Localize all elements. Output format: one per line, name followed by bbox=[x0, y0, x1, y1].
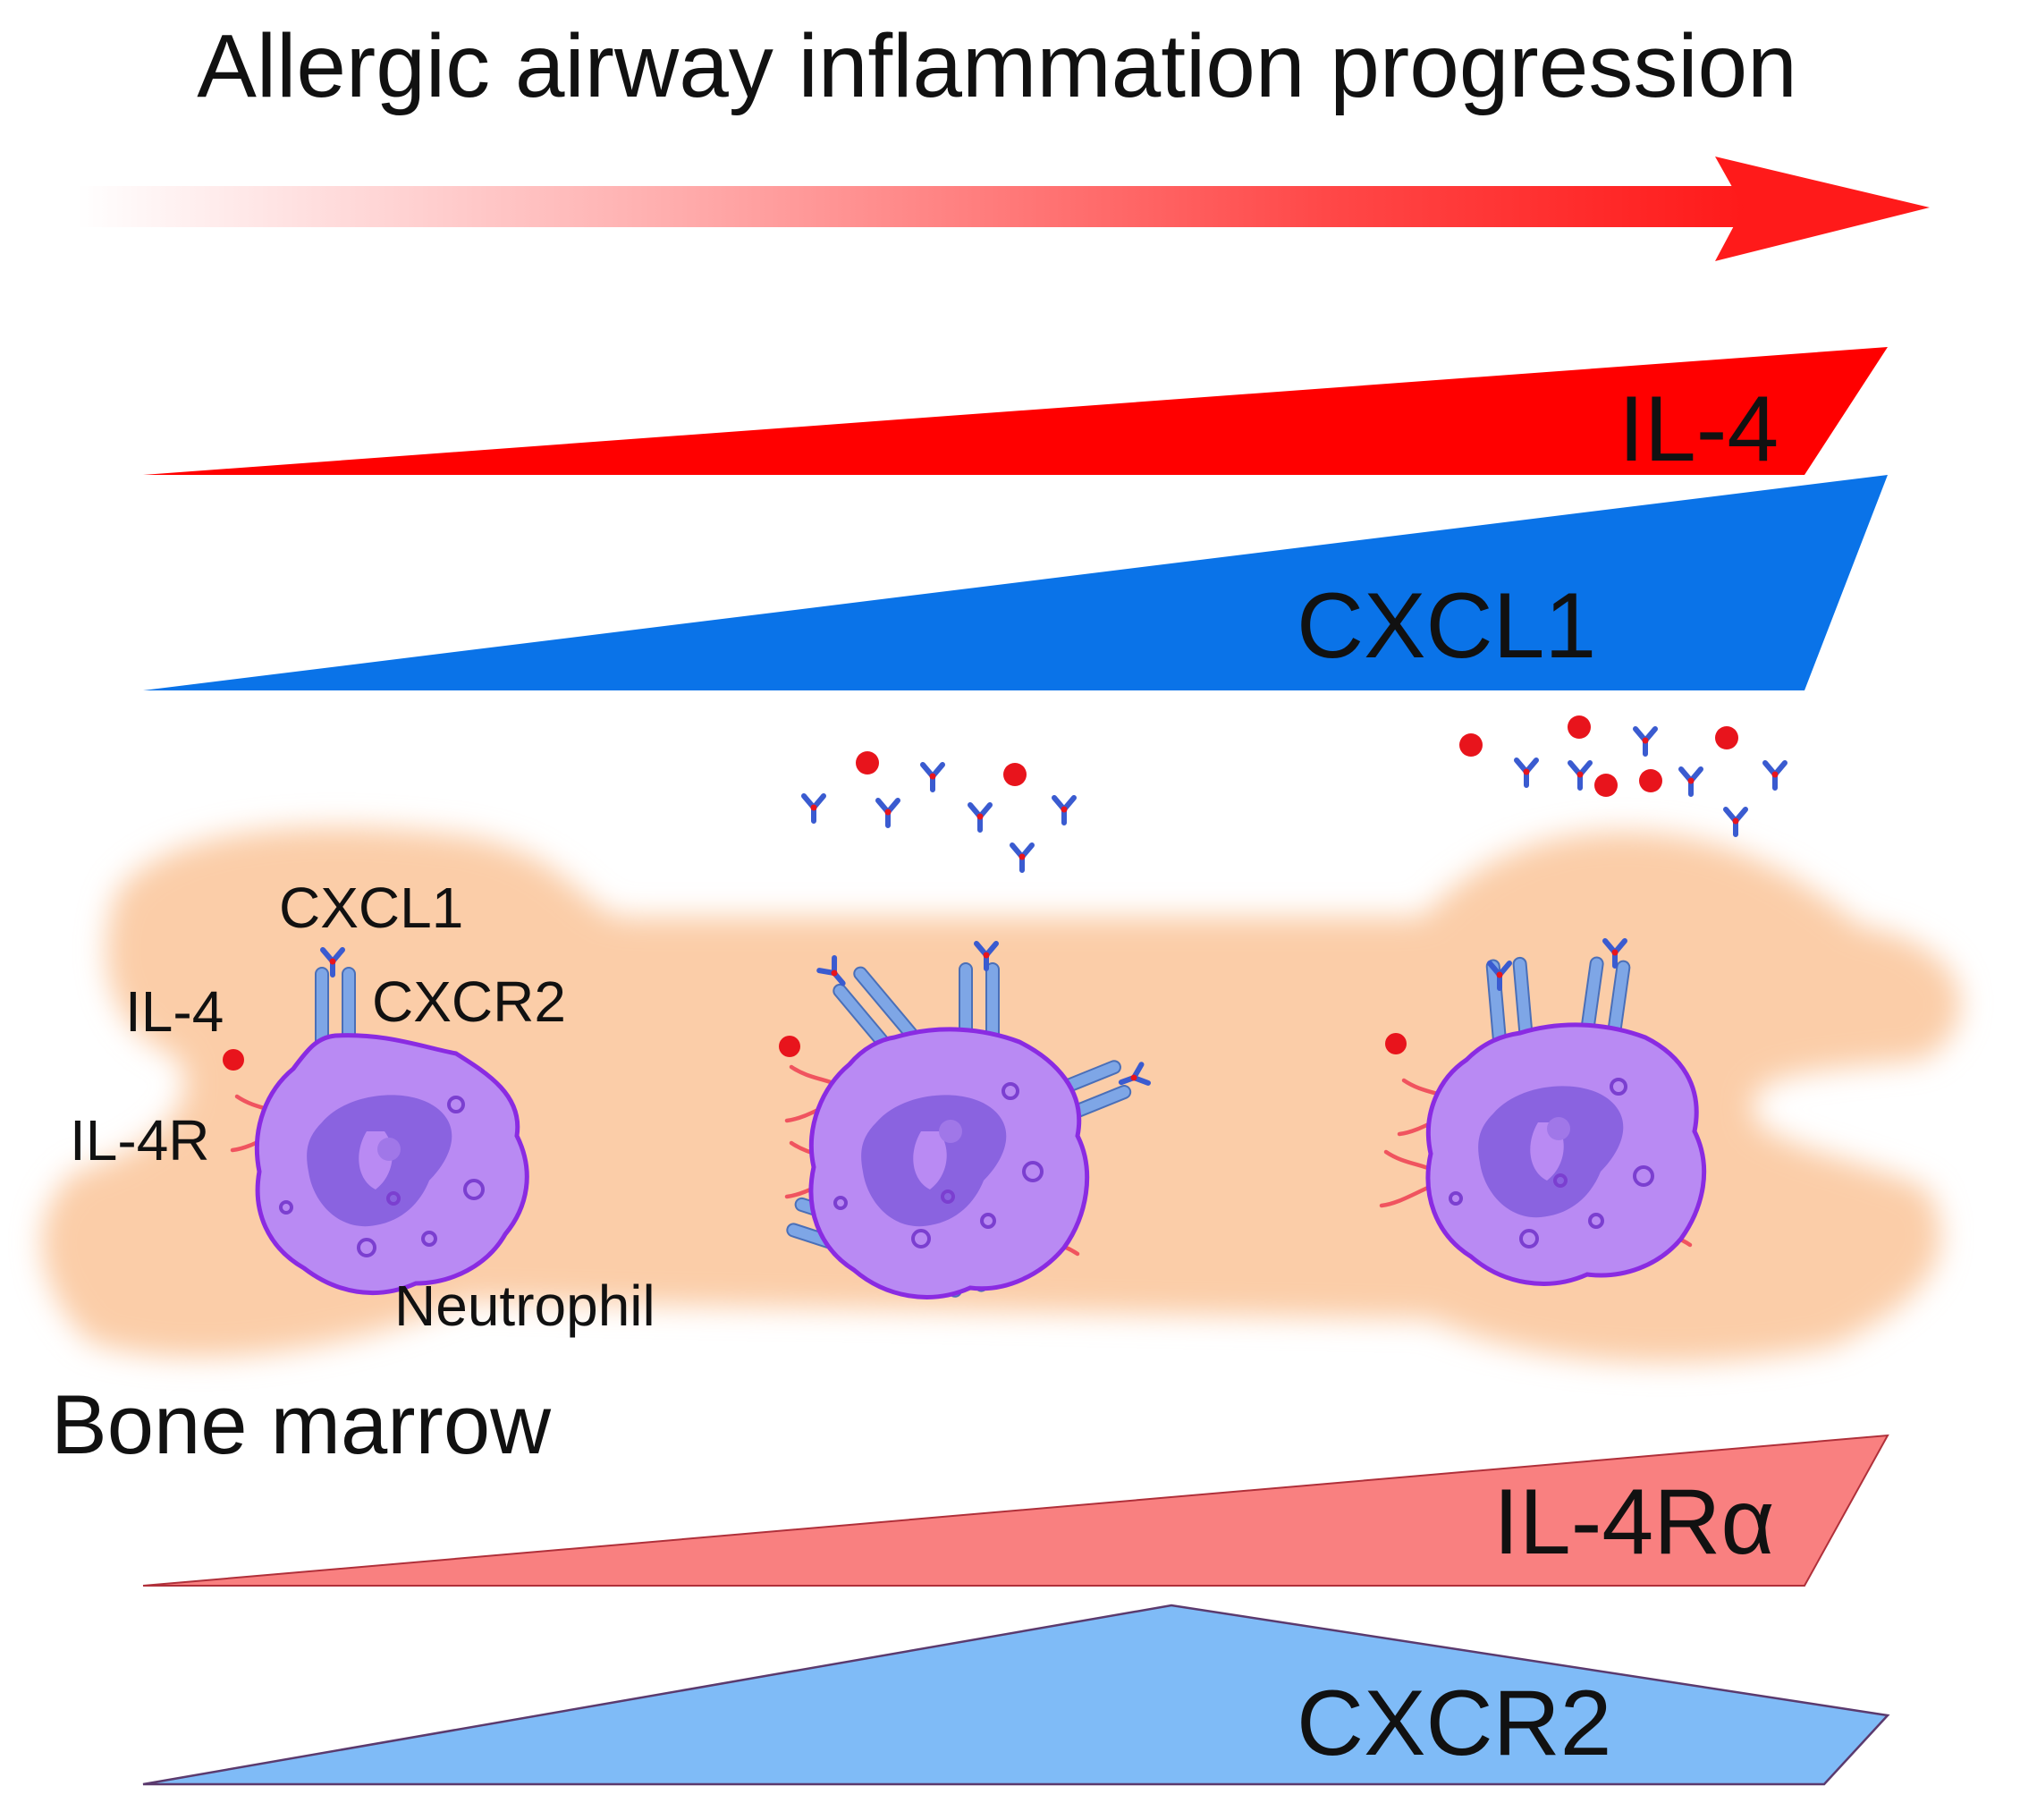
progression-arrow bbox=[76, 157, 1930, 261]
neutrophil-3 bbox=[1382, 941, 1707, 1286]
cxcr2-band-label: CXCR2 bbox=[1297, 1672, 1612, 1775]
cxcl1-label: CXCL1 bbox=[279, 876, 463, 940]
molecules-middle bbox=[804, 751, 1074, 870]
il4-label: IL-4 bbox=[125, 979, 224, 1044]
bone-marrow-label: Bone marrow bbox=[51, 1377, 552, 1471]
neutrophil-label: Neutrophil bbox=[394, 1274, 655, 1338]
il4ra-band-label: IL-4Rα bbox=[1493, 1470, 1774, 1574]
il4-band bbox=[143, 347, 1888, 475]
il4r-label: IL-4R bbox=[70, 1108, 210, 1172]
cxcr2-label: CXCR2 bbox=[372, 969, 566, 1034]
cxcr2-band bbox=[142, 1604, 1890, 1786]
title: Allergic airway inflammation progression bbox=[197, 16, 1797, 116]
neutrophil-2 bbox=[779, 944, 1148, 1299]
molecules-right bbox=[1459, 715, 1785, 834]
cxcl1-band-label: CXCL1 bbox=[1297, 574, 1596, 678]
cxcl1-band bbox=[143, 475, 1888, 690]
neutrophil-1 bbox=[223, 950, 529, 1295]
il4ra-band bbox=[142, 1434, 1889, 1587]
il4-band-label: IL-4 bbox=[1619, 377, 1779, 481]
